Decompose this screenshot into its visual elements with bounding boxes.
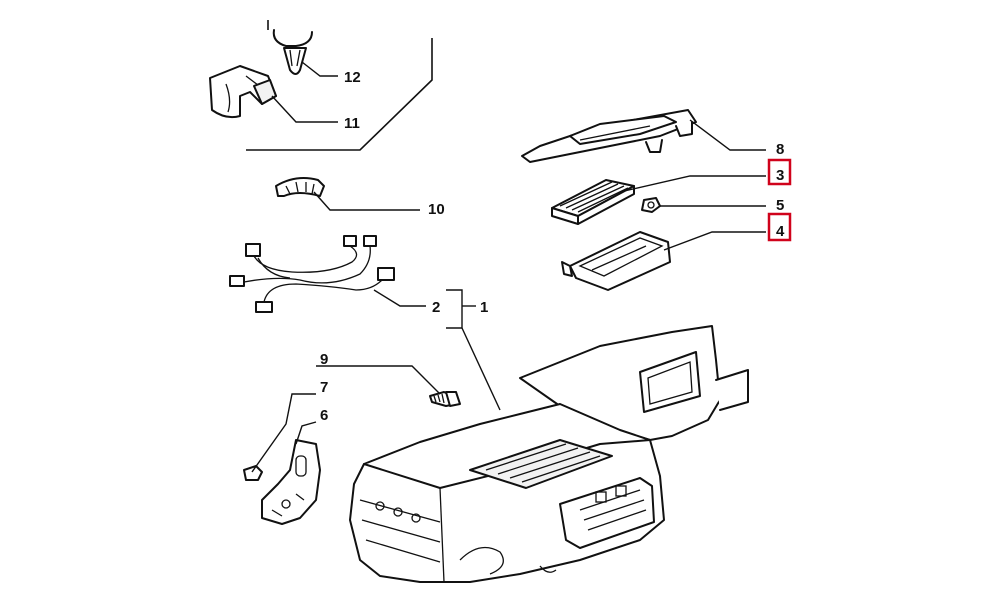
callout-6: 6 <box>320 407 328 424</box>
filter-housing-part <box>561 231 671 291</box>
callout-1: 1 <box>480 299 488 316</box>
highlight-box-3 <box>767 158 792 186</box>
bracket-plate-part <box>261 439 321 525</box>
leader-lines <box>251 61 766 473</box>
callout-11: 11 <box>344 115 360 132</box>
callout-3: 3 <box>776 167 784 184</box>
callout-10: 10 <box>428 201 445 218</box>
callout-9: 9 <box>320 351 328 368</box>
callout-labels: 12 11 10 2 1 9 7 6 8 3 5 4 <box>320 69 785 424</box>
heater-unit-part <box>349 325 749 583</box>
wiring-harness-part <box>229 235 395 313</box>
screw-part <box>429 391 461 407</box>
cover-plate-part <box>521 109 697 163</box>
callout-8: 8 <box>776 141 784 158</box>
callout-2: 2 <box>432 299 440 316</box>
callout-4: 4 <box>776 223 785 240</box>
callout-7: 7 <box>320 379 328 396</box>
hose-clamp-part <box>275 177 325 197</box>
cable-clamp-part <box>209 65 277 119</box>
callout-5: 5 <box>776 197 784 214</box>
highlight-boxes <box>767 158 792 242</box>
pollen-filter-part <box>551 179 635 225</box>
grommet-part <box>243 465 263 481</box>
highlight-box-4 <box>767 212 792 242</box>
nut-part <box>641 197 661 213</box>
callout-12: 12 <box>344 69 361 86</box>
clip-part <box>272 29 313 75</box>
inset-frame <box>246 20 433 151</box>
